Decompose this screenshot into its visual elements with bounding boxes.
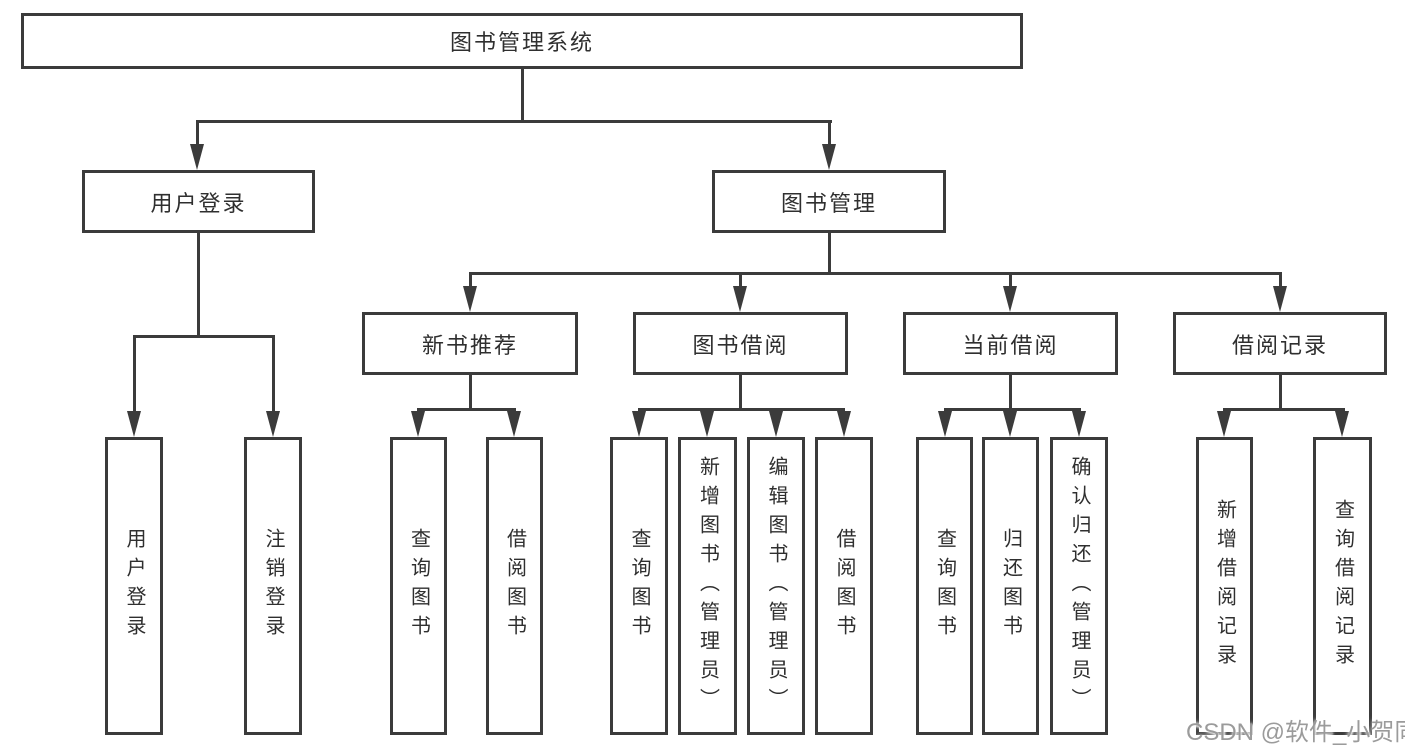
leaf-query-borrow-record-label: 查询借阅记录 [1331,499,1354,673]
arrow-down-icon [1273,286,1287,312]
node-root: 图书管理系统 [21,13,1023,69]
leaf-add-borrow-record-label: 新增借阅记录 [1213,499,1236,673]
connector-vline [469,272,472,288]
leaf-logout: 注销登录 [244,437,302,735]
arrow-down-icon [1003,286,1017,312]
connector-vline [521,69,524,121]
node-current-borrowing-label: 当前借阅 [962,332,1059,358]
leaf-user-login-label: 用户登录 [123,528,145,644]
connector-hline [638,408,845,411]
arrow-down-icon [411,411,425,437]
node-user-login: 用户登录 [82,170,315,233]
leaf-edit-books-admin-label: 编辑图书（管理员） [765,455,787,717]
node-book-management: 图书管理 [712,170,946,233]
leaf-add-borrow-record: 新增借阅记录 [1196,437,1253,735]
leaf-confirm-return-admin: 确认归还（管理员） [1050,437,1108,735]
connector-vline [828,120,831,148]
leaf-user-login: 用户登录 [105,437,163,735]
leaf-current-query-books: 查询图书 [916,437,973,735]
arrow-down-icon [938,411,952,437]
node-new-book-recommend-label: 新书推荐 [421,332,518,358]
leaf-return-books: 归还图书 [982,437,1039,735]
node-root-label: 图书管理系统 [449,30,594,55]
arrow-down-icon [507,411,521,437]
leaf-current-query-books-label: 查询图书 [933,528,956,644]
node-book-management-label: 图书管理 [780,190,877,216]
connector-vline [469,375,472,408]
arrow-down-icon [190,144,204,170]
connector-vline [739,375,742,408]
node-book-borrowing: 图书借阅 [633,312,848,375]
connector-vline [828,233,831,272]
connector-vline [1279,375,1282,408]
leaf-confirm-return-admin-label: 确认归还（管理员） [1068,455,1090,717]
arrow-down-icon [1003,411,1017,437]
connector-vline [739,272,742,288]
arrow-down-icon [1335,411,1349,437]
connector-vline [196,120,199,148]
connector-hline [196,120,832,123]
connector-hline [469,272,1282,275]
leaf-recommend-query-books-label: 查询图书 [407,528,430,644]
connector-vline [197,233,200,335]
arrow-down-icon [632,411,646,437]
arrow-down-icon [266,411,280,437]
leaf-add-books-admin: 新增图书（管理员） [678,437,737,735]
node-current-borrowing: 当前借阅 [903,312,1118,375]
leaf-borrowing-borrow-books-label: 借阅图书 [833,528,855,644]
connector-hline [417,408,516,411]
arrow-down-icon [837,411,851,437]
node-borrowing-records: 借阅记录 [1173,312,1387,375]
arrow-down-icon [127,411,141,437]
connector-vline [133,335,136,415]
connector-hline [1223,408,1345,411]
connector-vline [1009,375,1012,408]
node-user-login-label: 用户登录 [150,190,247,216]
arrow-down-icon [1072,411,1086,437]
arrow-down-icon [1217,411,1231,437]
connector-hline [133,335,275,338]
leaf-query-borrow-record: 查询借阅记录 [1313,437,1372,735]
leaf-borrowing-query-books: 查询图书 [610,437,668,735]
arrow-down-icon [463,286,477,312]
leaf-edit-books-admin: 编辑图书（管理员） [747,437,805,735]
leaf-recommend-borrow-books: 借阅图书 [486,437,543,735]
leaf-add-books-admin-label: 新增图书（管理员） [696,455,719,717]
csdn-watermark: CSDN @软件_小贺同学 [1186,719,1405,746]
node-borrowing-records-label: 借阅记录 [1231,332,1328,358]
arrow-down-icon [733,286,747,312]
connector-vline [272,335,275,415]
node-book-borrowing-label: 图书借阅 [692,332,789,358]
connector-vline [1279,272,1282,288]
leaf-borrowing-query-books-label: 查询图书 [628,528,650,644]
leaf-logout-label: 注销登录 [262,528,284,644]
connector-hline [944,408,1081,411]
connector-vline [1009,272,1012,288]
leaf-recommend-borrow-books-label: 借阅图书 [503,528,526,644]
leaf-recommend-query-books: 查询图书 [390,437,447,735]
leaf-borrowing-borrow-books: 借阅图书 [815,437,873,735]
leaf-return-books-label: 归还图书 [999,528,1022,644]
arrow-down-icon [700,411,714,437]
arrow-down-icon [769,411,783,437]
node-new-book-recommend: 新书推荐 [362,312,578,375]
arrow-down-icon [822,144,836,170]
